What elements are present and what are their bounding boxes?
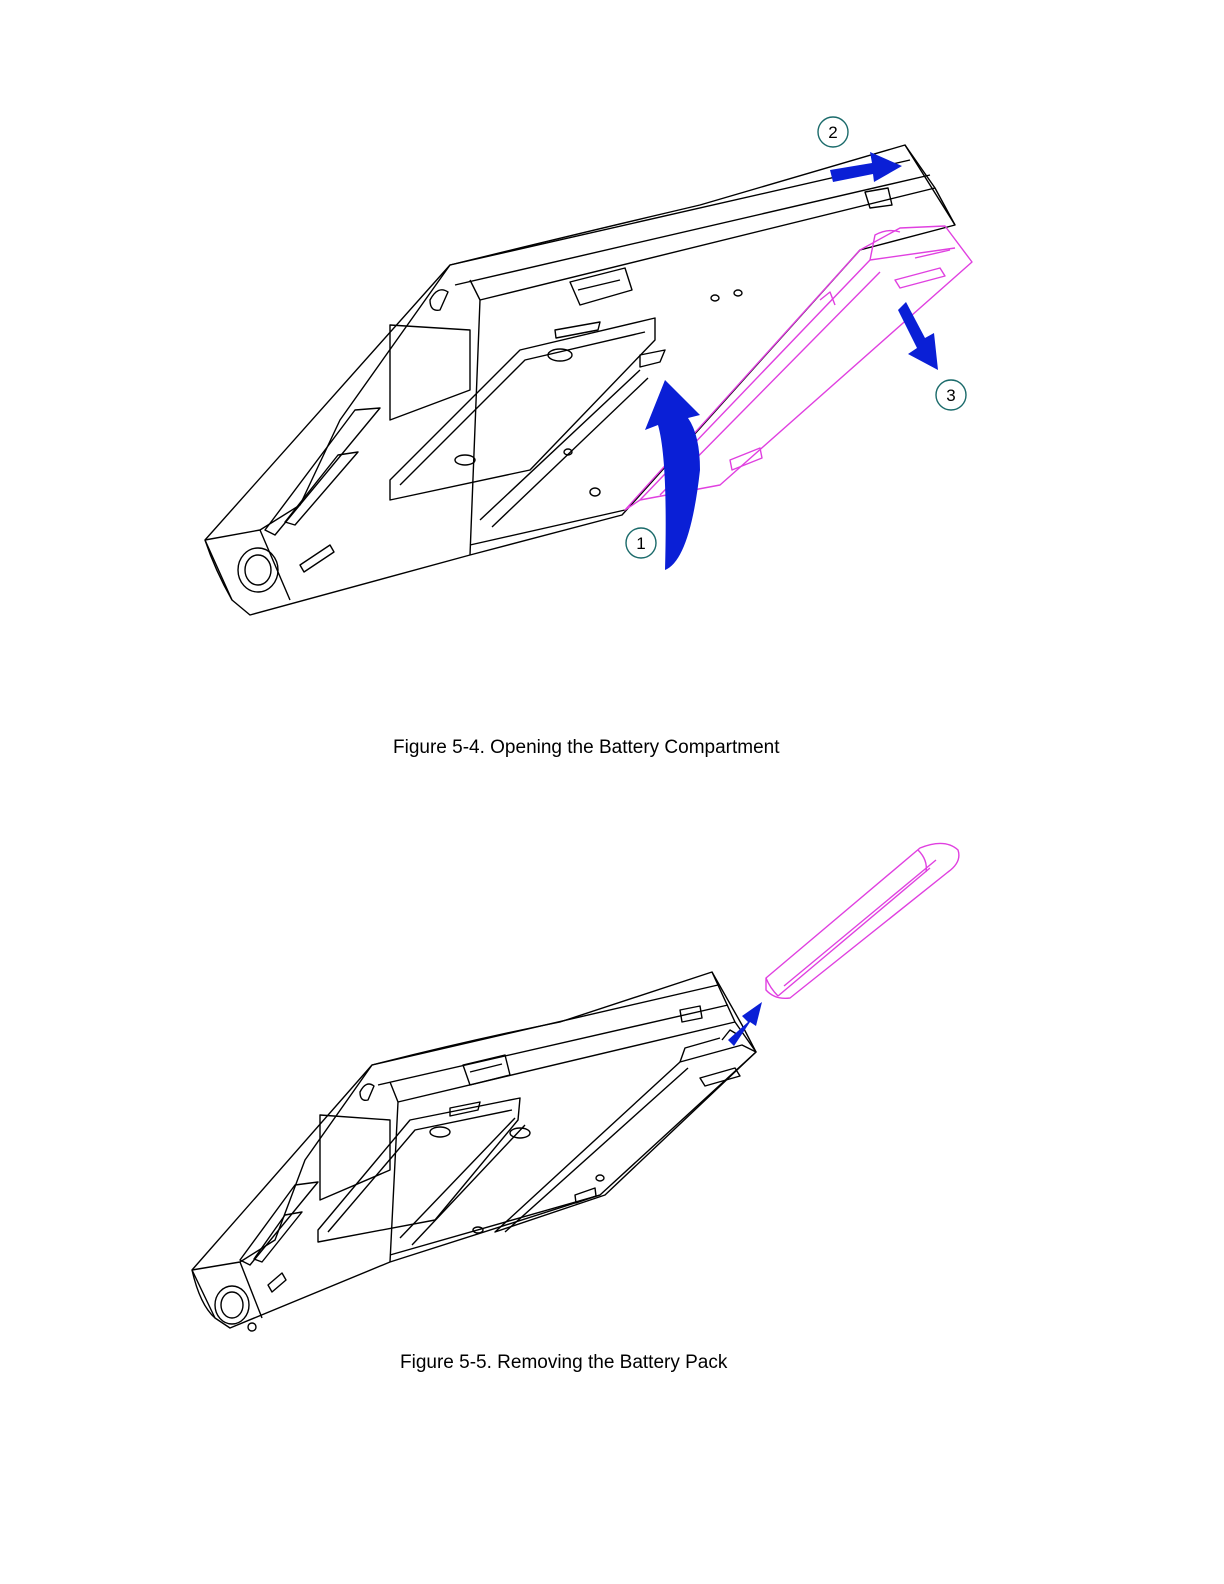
illustration-opening-battery-compartment: 1 2 3 (0, 0, 1224, 780)
arrow-3-icon (898, 302, 938, 370)
figure-caption: Figure 5-4. Opening the Battery Compartm… (393, 737, 780, 759)
figure-removing-battery-pack: Figure 5-5. Removing the Battery Pack (0, 800, 1224, 1400)
figure-opening-battery-compartment: 1 2 3 Figure 5-4. Opening the Battery Co… (0, 0, 1224, 780)
arrow-1-icon (645, 380, 700, 570)
callout-3-label: 3 (946, 386, 955, 405)
figure-caption: Figure 5-5. Removing the Battery Pack (400, 1352, 727, 1374)
callout-2-label: 2 (828, 123, 837, 142)
callout-1-label: 1 (636, 534, 645, 553)
illustration-removing-battery-pack (0, 800, 1224, 1400)
